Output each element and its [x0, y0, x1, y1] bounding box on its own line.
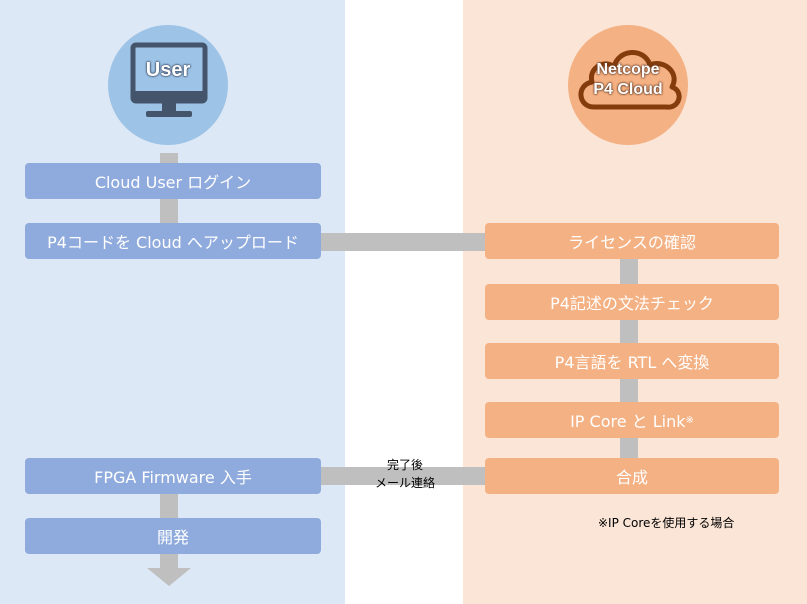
- cloud-title-line2: P4 Cloud: [593, 81, 663, 98]
- step-cloud-login: Cloud User ログイン: [25, 163, 321, 199]
- desktop-monitor-icon: [130, 42, 208, 117]
- connector-cloud-4: [620, 437, 638, 461]
- connector-user-4: [160, 552, 178, 570]
- connector-user-1: [160, 153, 178, 165]
- cloud-icon: [578, 50, 682, 110]
- step-synthesis: 合成: [485, 458, 779, 494]
- connector-cloud-2: [620, 318, 638, 344]
- step-upload-code: P4コードを Cloud へアップロード: [25, 223, 321, 259]
- down-arrow-icon: [147, 568, 191, 586]
- step-license-check: ライセンスの確認: [485, 223, 779, 259]
- footnote-mark: ※: [685, 414, 694, 426]
- handoff-note-line1: 完了後: [386, 458, 423, 472]
- cloud-title-line1: Netcope: [596, 61, 660, 78]
- step-ip-core-link-label: IP Core と Link: [570, 412, 686, 431]
- handoff-note-line2: メール連絡: [374, 476, 435, 490]
- step-ip-core-link: IP Core と Link※: [485, 402, 779, 438]
- user-avatar: User: [108, 25, 228, 145]
- step-syntax-check: P4記述の文法チェック: [485, 284, 779, 320]
- cloud-title: Netcope P4 Cloud: [568, 60, 688, 100]
- footnote: ※IP Coreを使用する場合: [598, 516, 735, 530]
- step-get-firmware: FPGA Firmware 入手: [25, 458, 321, 494]
- step-development: 開発: [25, 518, 321, 554]
- connector-cloud-1: [620, 257, 638, 285]
- step-rtl-convert: P4言語を RTL へ変換: [485, 343, 779, 379]
- connector-cloud-3: [620, 378, 638, 404]
- cloud-avatar: Netcope P4 Cloud: [568, 25, 688, 145]
- connector-user-3: [160, 492, 178, 518]
- user-title: User: [145, 59, 191, 81]
- connector-delivery: [320, 467, 486, 485]
- connector-upload: [320, 233, 486, 251]
- connector-user-2: [160, 198, 178, 224]
